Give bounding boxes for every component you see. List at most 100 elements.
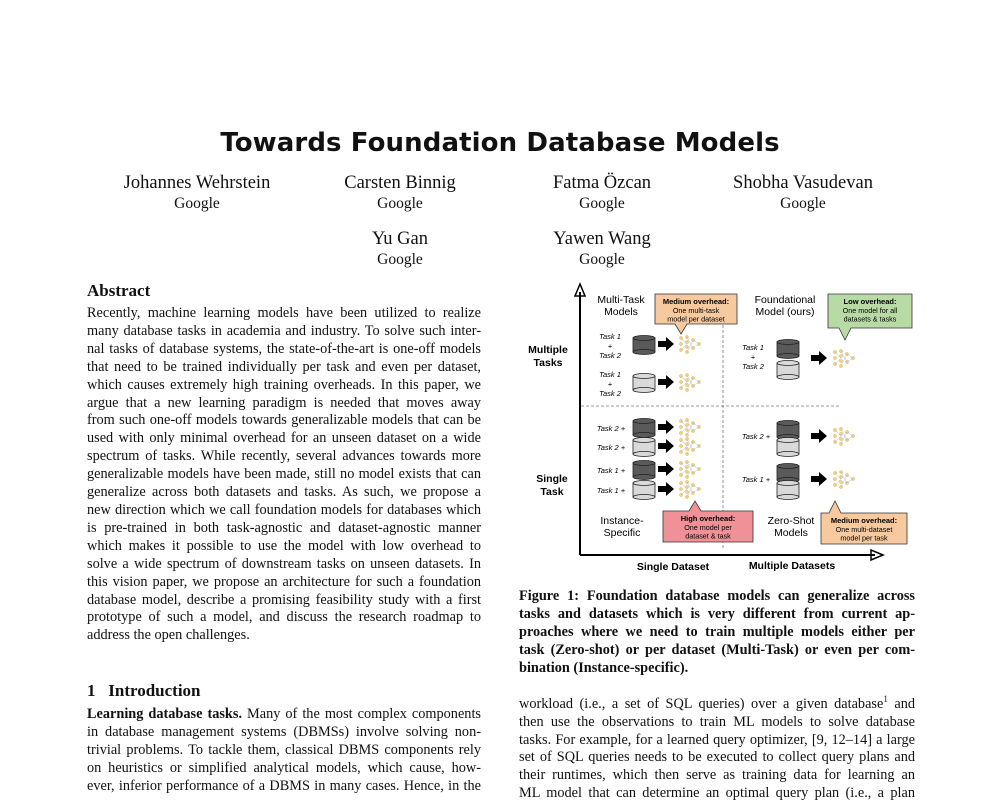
- author-name: Shobha Vasudevan: [733, 173, 873, 193]
- database-light-bottom: [632, 494, 656, 500]
- author-2: Carsten Binnig Google: [300, 172, 500, 214]
- task-label: Task 2 +: [597, 443, 626, 452]
- database-light-top: [776, 360, 800, 366]
- database-dark-top: [632, 335, 656, 341]
- callout-instance-head: High overhead:: [681, 514, 736, 523]
- abstract-line: which causes extremely high training ove…: [87, 376, 481, 393]
- abstract-line: spectrum of tasks. While recently, sever…: [87, 448, 481, 465]
- abstract-line: is pre-trained in both task-agnostic and…: [87, 519, 481, 536]
- y-axis-arrowhead: [573, 282, 587, 297]
- abstract-line: generalize across both datasets and task…: [87, 484, 481, 501]
- database-light-top: [632, 437, 656, 443]
- abstract-line: prototype of such a model, and discuss t…: [87, 609, 481, 626]
- neural-net-icon-node: [833, 477, 837, 481]
- abstract-line: generalizable models have been made, sti…: [87, 466, 481, 483]
- author-4: Shobha Vasudevan Google: [703, 172, 903, 214]
- database-dark-bottom: [632, 349, 656, 355]
- database-dark-top: [632, 460, 656, 466]
- intro-line: on heuristics or simplified analytical m…: [87, 759, 481, 776]
- neural-net-icon-edges: [680, 481, 700, 498]
- database-light-bottom: [776, 374, 800, 380]
- author-3: Fatma Özcan Google: [502, 172, 702, 214]
- task-label: Task 1 +: [597, 486, 626, 495]
- callout-instance-box: [662, 500, 754, 543]
- abstract-body: Recently, machine learning models have b…: [87, 305, 481, 645]
- col2-line: set of SQL queries needs to be executed …: [519, 749, 915, 766]
- neural-net-icon-node: [685, 383, 689, 387]
- neural-net-icon-node: [839, 437, 843, 441]
- abstract-line: database model, describe a promising fea…: [87, 591, 481, 608]
- caption-line: proaches where we need to train multiple…: [519, 623, 915, 640]
- database-light-bottom: [632, 387, 656, 393]
- task-label: Task 1+Task 2: [599, 332, 622, 360]
- abstract-line: this vision paper, we propose an archite…: [87, 573, 481, 590]
- neural-net-icon-node: [685, 378, 689, 382]
- database-light-bottom: [776, 451, 800, 457]
- quadrant-instance-title: Instance-Specific: [600, 515, 644, 539]
- author-affiliation: Google: [377, 251, 423, 268]
- paper-title: Towards Foundation Database Models: [220, 128, 780, 158]
- neural-net-icon-edges: [680, 374, 700, 391]
- figure-1-caption: Figure 1: Foundation database models can…: [519, 588, 915, 678]
- author-affiliation: Google: [780, 195, 826, 212]
- caption-line: Figure 1: Foundation database models can…: [519, 588, 915, 604]
- database-light-top: [632, 480, 656, 486]
- database-dark-bottom: [632, 432, 656, 438]
- abstract-line: used with only minimal overhead for an u…: [87, 430, 481, 447]
- col2-line: then use the observations to train ML mo…: [519, 713, 915, 730]
- neural-net-icon-node: [839, 359, 843, 363]
- task-label: Task 2 +: [742, 432, 771, 441]
- database-dark-top: [776, 420, 800, 426]
- author-6: Yawen Wang Google: [502, 228, 702, 270]
- database-light-top: [776, 437, 800, 443]
- neural-net-icon-node: [685, 447, 689, 451]
- task-label: Task 2 +: [597, 424, 626, 433]
- arrow-icon: [658, 420, 674, 434]
- task-label: Task 1 +: [597, 466, 626, 475]
- neural-net-icon-edges: [834, 428, 854, 445]
- task-label: Task 1 +: [742, 475, 771, 484]
- author-5: Yu Gan Google: [300, 228, 500, 270]
- neural-net-icon-node: [839, 354, 843, 358]
- author-name: Yawen Wang: [553, 229, 651, 249]
- abstract-line: address the open challenges.: [87, 627, 250, 644]
- intro-line-text: Many of the most complex components: [242, 706, 481, 722]
- intro-line: ever, inferior performance of a DBMS in …: [87, 777, 481, 794]
- neural-net-icon-node: [685, 490, 689, 494]
- task-label: Task 1+Task 2: [742, 343, 765, 371]
- neural-net-icon-node: [685, 428, 689, 432]
- abstract-heading: Abstract: [87, 281, 151, 300]
- neural-net-icon-node: [679, 467, 683, 471]
- callout-multitask-head: Medium overhead:: [663, 297, 729, 306]
- neural-net-icon-node: [685, 340, 689, 344]
- neural-net-icon-edges: [680, 419, 700, 436]
- neural-net-icon-node: [685, 442, 689, 446]
- abstract-line: Recently, machine learning models have b…: [87, 305, 481, 321]
- callout-zeroshot-head: Medium overhead:: [831, 516, 897, 525]
- intro-lead: Learning database tasks.: [87, 706, 243, 722]
- caption-line: task (Zero-shot) or per dataset (Multi-T…: [519, 641, 915, 658]
- arrow-icon: [811, 351, 827, 365]
- neural-net-icon-edges: [680, 336, 700, 353]
- database-dark-bottom: [776, 353, 800, 359]
- database-light-bottom: [632, 451, 656, 457]
- neural-net-icon-edges: [680, 461, 700, 478]
- intro-line: in database management systems (DBMSs) i…: [87, 723, 481, 740]
- caption-line: tasks and datasets which is very differe…: [519, 605, 915, 622]
- neural-net-icon-edges: [680, 438, 700, 455]
- neural-net-icon-node: [685, 465, 689, 469]
- arrow-icon: [658, 375, 674, 389]
- callout-multitask-box: [654, 293, 738, 335]
- x-left-label: Single Dataset: [637, 561, 710, 573]
- author-affiliation: Google: [579, 195, 625, 212]
- arrow-icon: [658, 462, 674, 476]
- database-light-top: [776, 480, 800, 486]
- right-column-body: workload (i.e., a set of SQL queries) ov…: [519, 691, 915, 803]
- caption-line: bination (Instance-specific).: [519, 659, 689, 676]
- author-1: Johannes Wehrstein Google: [97, 172, 297, 214]
- author-name: Carsten Binnig: [344, 173, 456, 193]
